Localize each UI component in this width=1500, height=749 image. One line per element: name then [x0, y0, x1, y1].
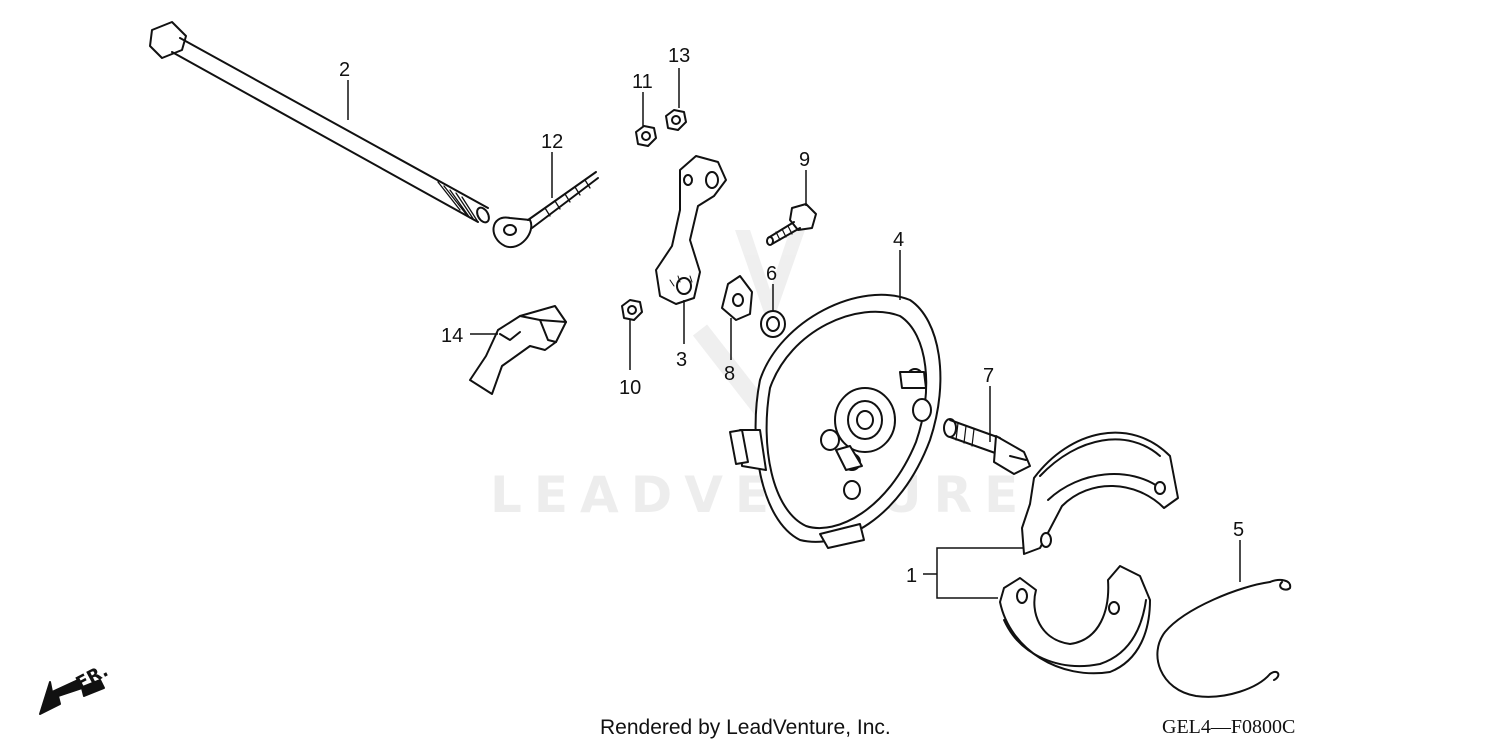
callout-1: 1 — [906, 565, 917, 587]
part-spring — [1156, 579, 1292, 698]
callout-7: 7 — [983, 365, 994, 387]
callout-10: 10 — [619, 377, 641, 399]
render-credit: Rendered by LeadVenture, Inc. — [600, 716, 891, 739]
part-axle — [149, 21, 490, 224]
watermark-text: LEADVENTURE — [490, 466, 1030, 524]
front-direction-arrow-icon — [39, 679, 105, 715]
part-nut-10 — [621, 299, 643, 321]
part-seal — [760, 310, 786, 338]
callout-12: 12 — [541, 131, 563, 153]
part-brake-cam — [943, 418, 1031, 475]
callout-3: 3 — [676, 349, 687, 371]
callout-14: 14 — [441, 325, 463, 347]
callout-9: 9 — [799, 149, 810, 171]
callout-4: 4 — [893, 229, 904, 251]
part-adjuster-bolt — [492, 171, 599, 249]
part-brake-shoe-lower — [999, 565, 1151, 675]
part-nut-11 — [635, 125, 657, 147]
part-nut-13 — [665, 109, 687, 131]
callouts: 2 12 11 13 9 3 10 8 6 4 7 5 14 1 FR. — [72, 45, 1244, 694]
callout-11: 11 — [632, 71, 653, 93]
part-bolt — [766, 203, 817, 246]
callout-6: 6 — [766, 263, 777, 285]
callout-13: 13 — [668, 45, 690, 67]
part-indicator-plate — [721, 275, 753, 321]
diagram-code: GEL4—F0800C — [1162, 716, 1296, 738]
part-brake-shoe-upper — [1021, 431, 1179, 555]
leader-lines — [347, 68, 1241, 599]
part-brake-arm — [655, 155, 727, 305]
part-brake-panel — [729, 293, 942, 549]
callout-8: 8 — [724, 363, 735, 385]
callout-2: 2 — [339, 59, 350, 81]
part-bracket — [469, 305, 567, 395]
callout-5: 5 — [1233, 519, 1244, 541]
